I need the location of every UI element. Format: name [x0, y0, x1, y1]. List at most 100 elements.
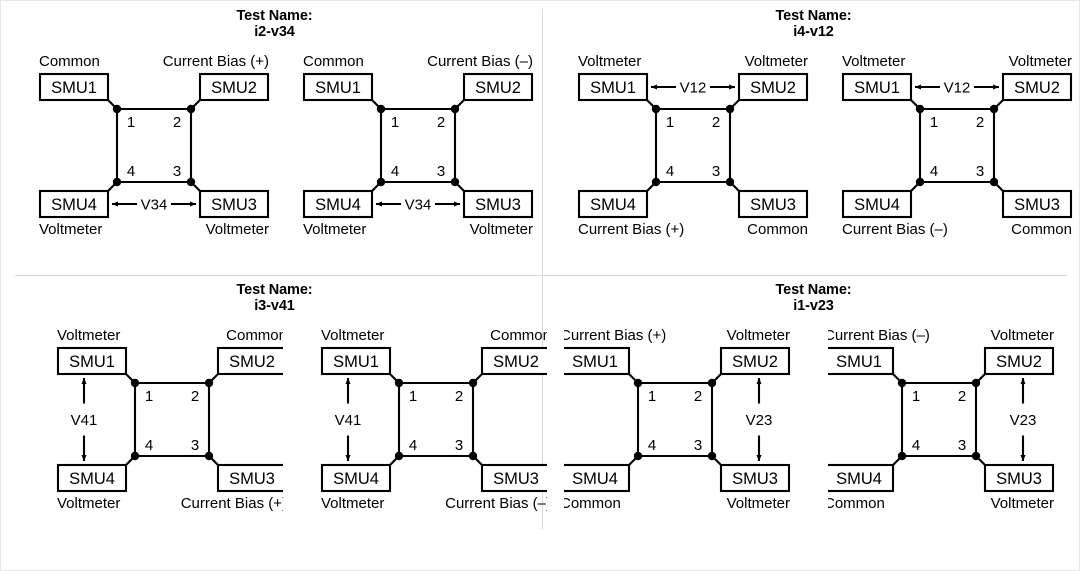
smu-box-smu2[interactable]: SMU2 — [983, 346, 1055, 376]
contact-node-smu2 — [450, 104, 460, 114]
measurement-label: V34 — [405, 197, 432, 214]
smu-box-smu1[interactable]: SMU1 — [302, 72, 374, 102]
smu-box-outline — [38, 189, 110, 219]
terminal-role-smu3: Current Bias (+) — [181, 495, 283, 512]
smu-box-smu4[interactable]: SMU4 — [564, 463, 631, 493]
smu-box-outline — [462, 72, 534, 102]
smu-box-smu1[interactable]: SMU1 — [320, 346, 392, 376]
smu-box-smu4[interactable]: SMU4 — [38, 189, 110, 219]
test-name-prefix: Test Name: — [236, 8, 313, 24]
corner-number-3: 3 — [694, 437, 702, 454]
smu-box-smu4[interactable]: SMU4 — [320, 463, 392, 493]
smu-box-smu3[interactable]: SMU3 — [983, 463, 1055, 493]
smu-box-label: SMU1 — [51, 79, 97, 97]
corner-number-2: 2 — [694, 388, 702, 405]
smu-box-label: SMU2 — [229, 353, 275, 371]
smu-box-smu3[interactable]: SMU3 — [216, 463, 283, 493]
corner-number-3: 3 — [191, 437, 199, 454]
smu-box-smu4[interactable]: SMU4 — [302, 189, 374, 219]
smu-box-smu3[interactable]: SMU3 — [737, 189, 809, 219]
corner-number-4: 4 — [391, 163, 399, 180]
smu-box-smu1[interactable]: SMU1 — [564, 346, 631, 376]
test-name-title: Test Name:i4-v12 — [546, 8, 1080, 40]
terminal-role-smu4: Voltmeter — [303, 221, 366, 238]
smu-box-smu1[interactable]: SMU1 — [577, 72, 649, 102]
smu-box-label: SMU1 — [315, 79, 361, 97]
terminal-role-smu3: Voltmeter — [991, 495, 1054, 512]
corner-number-4: 4 — [409, 437, 417, 454]
smu-box-label: SMU3 — [996, 470, 1042, 488]
smu-box-smu4[interactable]: SMU4 — [56, 463, 128, 493]
smu-box-smu1[interactable]: SMU1 — [841, 72, 913, 102]
smu-box-smu4[interactable]: SMU4 — [841, 189, 913, 219]
corner-number-3: 3 — [712, 163, 720, 180]
contact-node-smu4 — [651, 177, 661, 187]
corner-number-2: 2 — [976, 114, 984, 131]
vdp-diagram: SMU1VoltmeterSMU2VoltmeterSMU3CommonSMU4… — [841, 53, 1073, 238]
corner-number-1: 1 — [930, 114, 938, 131]
corner-number-3: 3 — [437, 163, 445, 180]
smu-box-outline — [320, 346, 392, 376]
smu-box-outline — [828, 346, 895, 376]
smu-box-smu2[interactable]: SMU2 — [719, 346, 791, 376]
smu-box-smu2[interactable]: SMU2 — [737, 72, 809, 102]
smu-box-smu1[interactable]: SMU1 — [56, 346, 128, 376]
smu-box-smu3[interactable]: SMU3 — [198, 189, 270, 219]
contact-node-smu2 — [204, 378, 214, 388]
contact-node-smu1 — [130, 378, 140, 388]
smu-box-smu3[interactable]: SMU3 — [480, 463, 547, 493]
terminal-role-smu2: Common — [490, 327, 547, 344]
smu-box-outline — [480, 463, 547, 493]
smu-box-outline — [737, 72, 809, 102]
smu-box-smu4[interactable]: SMU4 — [828, 463, 895, 493]
contact-node-smu3 — [468, 451, 478, 461]
contact-node-smu2 — [989, 104, 999, 114]
contact-node-smu2 — [725, 104, 735, 114]
contact-node-smu1 — [915, 104, 925, 114]
terminal-role-smu3: Common — [1011, 221, 1072, 238]
contact-node-smu3 — [186, 177, 196, 187]
smu-box-smu2[interactable]: SMU2 — [1001, 72, 1073, 102]
smu-box-outline — [462, 189, 534, 219]
smu-box-outline — [216, 346, 283, 376]
smu-box-outline — [302, 189, 374, 219]
terminal-role-smu3: Voltmeter — [206, 221, 269, 238]
smu-box-label: SMU3 — [211, 196, 257, 214]
terminal-role-smu1: Current Bias (–) — [828, 327, 930, 344]
smu-box-label: SMU2 — [493, 353, 539, 371]
smu-box-smu4[interactable]: SMU4 — [577, 189, 649, 219]
smu-box-smu1[interactable]: SMU1 — [828, 346, 895, 376]
corner-number-3: 3 — [976, 163, 984, 180]
smu-box-smu2[interactable]: SMU2 — [216, 346, 283, 376]
smu-box-outline — [302, 72, 374, 102]
smu-box-smu2[interactable]: SMU2 — [198, 72, 270, 102]
contact-node-smu4 — [633, 451, 643, 461]
contact-node-smu3 — [707, 451, 717, 461]
terminal-role-smu4: Current Bias (–) — [842, 221, 948, 238]
contact-node-smu3 — [450, 177, 460, 187]
smu-box-smu3[interactable]: SMU3 — [462, 189, 534, 219]
smu-box-label: SMU4 — [315, 196, 361, 214]
terminal-role-smu2: Voltmeter — [727, 327, 790, 344]
test-name-value: i1-v23 — [793, 297, 834, 314]
contact-node-smu4 — [897, 451, 907, 461]
smu-box-smu2[interactable]: SMU2 — [480, 346, 547, 376]
smu-box-smu1[interactable]: SMU1 — [38, 72, 110, 102]
terminal-role-smu2: Voltmeter — [991, 327, 1054, 344]
smu-box-smu3[interactable]: SMU3 — [719, 463, 791, 493]
smu-box-smu3[interactable]: SMU3 — [1001, 189, 1073, 219]
smu-box-smu2[interactable]: SMU2 — [462, 72, 534, 102]
vdp-diagram: SMU1VoltmeterSMU2VoltmeterSMU3CommonSMU4… — [577, 53, 809, 238]
terminal-role-smu4: Common — [828, 495, 885, 512]
contact-node-smu2 — [186, 104, 196, 114]
smu-box-label: SMU1 — [854, 79, 900, 97]
smu-box-outline — [564, 346, 631, 376]
